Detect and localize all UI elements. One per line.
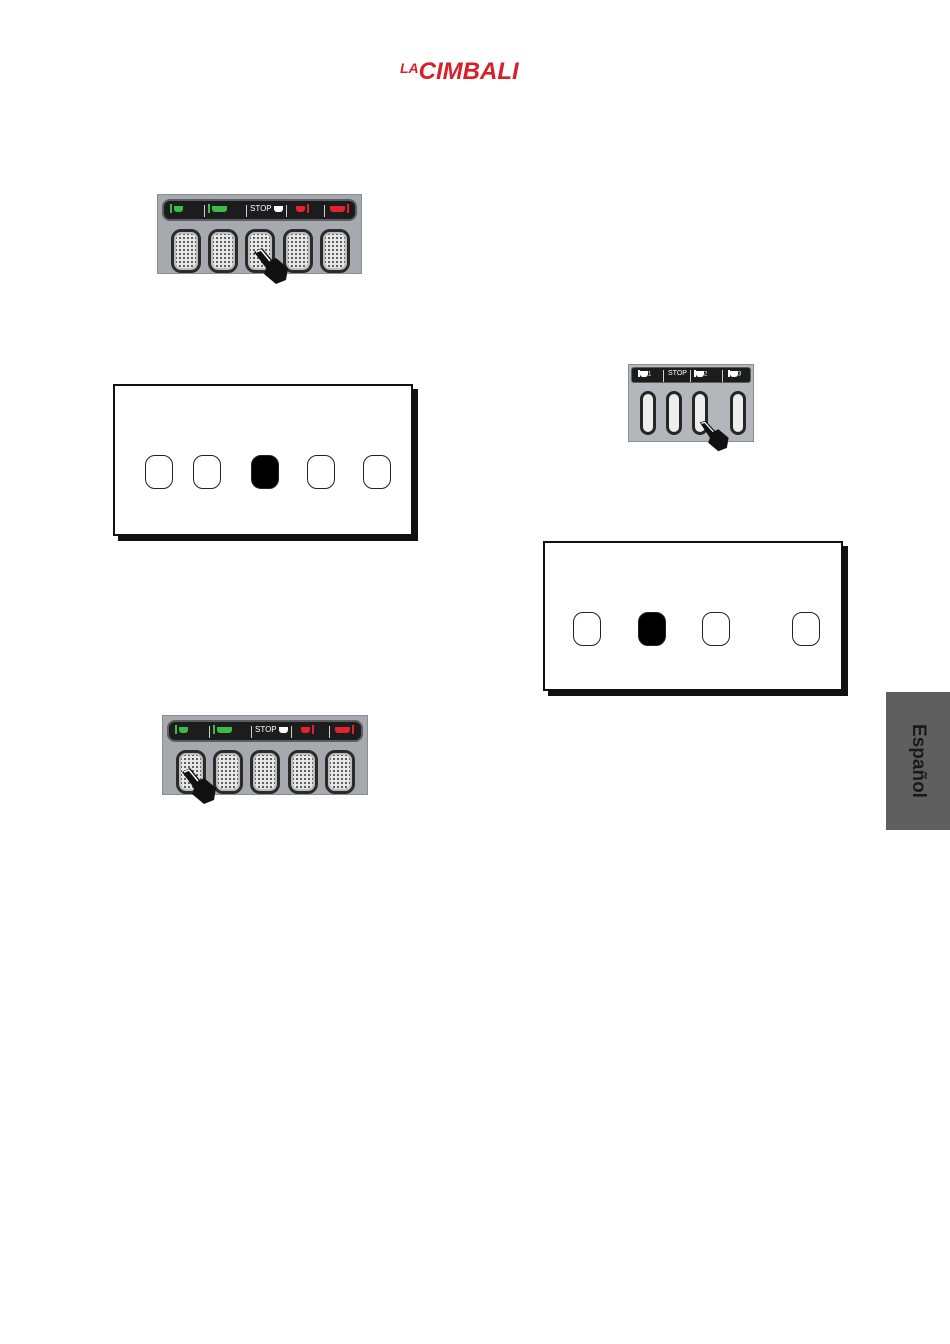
stop-label: STOP: [255, 725, 288, 734]
cup-1-icon: 1: [638, 370, 651, 377]
led-indicator-4: [792, 612, 820, 646]
cup-double-red-icon: [330, 204, 349, 213]
keypad-label-strip: STOP: [167, 720, 363, 742]
led-diagram-four: [543, 541, 843, 691]
cup-double-green-icon: [208, 204, 227, 213]
keypad-button-5[interactable]: [320, 229, 350, 273]
pointing-hand-icon: [180, 766, 220, 806]
cup-double-red-icon: [335, 725, 354, 734]
led-indicator-3-lit: [251, 455, 279, 489]
led-indicator-1: [573, 612, 601, 646]
led-diagram-five: [113, 384, 413, 536]
keypad-button-4[interactable]: [730, 391, 746, 435]
language-tab: Español: [886, 692, 950, 830]
keypad-button-3[interactable]: [250, 750, 280, 794]
led-indicator-5: [363, 455, 391, 489]
brand-logo: LACIMBALI: [400, 52, 550, 92]
led-indicator-4: [307, 455, 335, 489]
cup-small-red-icon: [301, 725, 314, 734]
keypad-button-2[interactable]: [208, 229, 238, 273]
led-indicator-2-lit: [638, 612, 666, 646]
stop-label: STOP: [250, 204, 283, 213]
cup-2-icon: 2: [694, 370, 707, 377]
cup-small-red-icon: [296, 204, 309, 213]
keypad-label-strip: 1 STOP 2 3: [631, 367, 751, 383]
led-indicator-1: [145, 455, 173, 489]
language-tab-label: Español: [907, 724, 929, 798]
led-indicator-3: [702, 612, 730, 646]
led-indicator-2: [193, 455, 221, 489]
keypad-button-5[interactable]: [325, 750, 355, 794]
keypad-button-2[interactable]: [666, 391, 682, 435]
pointing-hand-icon: [698, 418, 732, 454]
cup-3-icon: 3: [728, 370, 741, 377]
stop-label: STOP: [668, 370, 687, 377]
cup-small-green-icon: [175, 725, 188, 734]
logo-text: LACIMBALI: [400, 58, 519, 86]
keypad-label-strip: STOP: [162, 199, 357, 221]
cup-small-green-icon: [170, 204, 183, 213]
cup-double-green-icon: [213, 725, 232, 734]
keypad-button-1[interactable]: [640, 391, 656, 435]
keypad-button-1[interactable]: [171, 229, 201, 273]
keypad-photo-right: 1 STOP 2 3: [628, 364, 754, 442]
pointing-hand-icon: [252, 246, 292, 286]
keypad-button-4[interactable]: [288, 750, 318, 794]
